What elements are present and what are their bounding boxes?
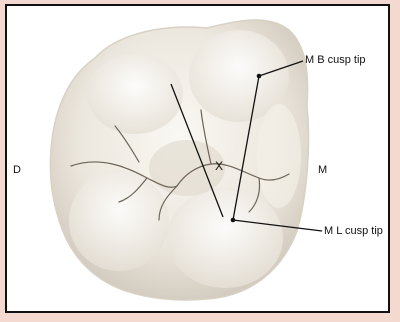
- mb-cusp-tip-label: M B cusp tip: [305, 54, 366, 66]
- ml-cusp-tip-dot: [231, 218, 236, 223]
- distolingual-cusp: [69, 171, 169, 271]
- mb-cusp-tip-dot: [257, 74, 262, 79]
- center-x-label: X: [215, 160, 223, 172]
- distal-label: D: [13, 164, 21, 176]
- central-fossa: [149, 140, 225, 196]
- distobuccal-cusp: [87, 54, 183, 134]
- tooth-diagram: [7, 6, 388, 311]
- mesiolingual-cusp: [167, 188, 283, 288]
- ml-cusp-tip-label: M L cusp tip: [324, 225, 383, 237]
- figure-frame: D M X M B cusp tip M L cusp tip: [5, 4, 390, 313]
- mesial-label: M: [318, 164, 327, 176]
- mesial-marginal-ridge: [257, 104, 301, 208]
